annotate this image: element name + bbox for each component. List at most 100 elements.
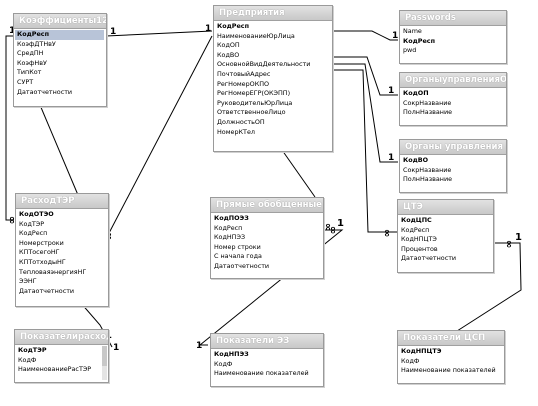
rel-line-koef-rashod [39,104,79,196]
table-title[interactable]: Показатели ЭЗ [211,334,323,349]
field[interactable]: КоэфНвУ [17,58,47,67]
table-title[interactable]: Показателирасход... [15,330,108,345]
field[interactable]: КодФ [401,356,420,365]
field-kodoteo[interactable]: КодОТЭО [19,210,54,218]
field[interactable]: КодОП [217,41,240,50]
field[interactable]: ТипКот [17,68,42,77]
field[interactable]: КодРесп [19,229,48,238]
field[interactable]: КПТосегоНГ [19,248,60,257]
field[interactable]: ПочтовыйАдрес [217,69,271,78]
field[interactable]: НаименованиеРасТЭР [18,365,92,374]
table-rashod-ter[interactable]: РасходТЭР КодОТЭО КодТЭР КодРесп Номерст… [15,193,109,307]
table-title[interactable]: Коэффициенты12тэк [14,14,106,29]
table-cte[interactable]: ЦТЭ КодЦПС КодРесп КодНПЦТЭ Процентов Да… [397,199,494,273]
table-pokazateli-rashod[interactable]: Показателирасход... КодТЭР КодФ Наименов… [14,329,109,383]
field[interactable]: Наименование показателей [401,366,496,375]
rel-line-organop-pred [332,56,398,96]
field-kodvo[interactable]: КодВО [403,156,429,164]
table-pokazateli-csp[interactable]: Показатели ЦСП КодНПЦТЭ КодФ Наименовани… [397,330,505,384]
field[interactable]: НомерКТел [217,127,255,136]
table-title[interactable]: ЦТЭ [398,200,493,215]
rel-line-koef-pred [105,30,213,37]
field[interactable]: ПолнНазвание [403,175,453,184]
rel-line-cte-pred [332,69,398,233]
table-title[interactable]: Показатели ЦСП [398,331,504,346]
field[interactable]: ДолжностьОП [217,117,265,126]
field[interactable]: pwd [403,46,417,55]
field[interactable]: Наименование показателей [214,369,309,378]
scrollbar[interactable] [102,346,107,380]
field-kodter[interactable]: КодТЭР [18,346,47,354]
table-title[interactable]: ОрганыуправленияОП [400,73,506,88]
card-one-pryamye-right: 1 [337,218,344,229]
card-one-pokrash: 1 [113,343,119,353]
field[interactable]: СокрНазвание [403,98,452,107]
table-passwords[interactable]: Passwords Name КодРесп pwd [399,10,507,64]
field[interactable]: Датаотчетности [401,254,457,263]
field[interactable]: СокрНазвание [403,165,452,174]
card-one-organvo: 1 [388,153,394,163]
field[interactable]: РегНомерЕГР(ОКЭПП) [217,89,291,98]
field-kodresp[interactable]: КодРесп [15,30,104,40]
field[interactable]: Номерстроки [19,238,64,247]
field[interactable]: КодФ [214,359,233,368]
field[interactable]: КодВО [217,50,240,59]
field-kodpoez[interactable]: КодПОЭЗ [214,214,249,222]
field[interactable]: КодНПЭЗ [214,233,246,242]
card-one-koef-pred: 1 [110,27,116,37]
field[interactable]: КодРесп [401,225,430,234]
field[interactable]: ТепловаяэнергияНГ [19,267,87,276]
field[interactable]: С начала года [214,252,262,261]
rel-line-rashod-pred [107,35,213,236]
scrollbar-thumb[interactable] [102,346,107,367]
field[interactable]: Датаотчетности [17,87,73,96]
field-kodnpez[interactable]: КодНПЭЗ [214,350,249,358]
table-title[interactable]: Органы управления ВО [400,140,506,155]
card-one-pred-left: 1 [205,24,211,34]
field[interactable]: ОтветственноеЛицо [217,108,286,117]
field[interactable]: НаименованиеЮрЛица [217,31,295,40]
card-one-pokez: 1 [196,341,202,351]
field[interactable]: КодРесп [214,223,243,232]
table-organy-vo[interactable]: Органы управления ВО КодВО СокрНазвание … [399,139,507,193]
table-pokazateli-ez[interactable]: Показатели ЭЗ КодНПЭЗ КодФ Наименование … [210,333,324,387]
field[interactable]: КодТЭР [19,219,45,228]
table-pryamye-ez[interactable]: Прямые обобщенные ЭЗ КодПОЭЗ КодРесп Код… [210,197,324,279]
field-kodop[interactable]: КодОП [403,89,429,97]
field[interactable]: Name [403,27,422,35]
table-title[interactable]: РасходТЭР [16,194,108,209]
field[interactable]: Номер строки [214,242,261,251]
field[interactable]: РуководительЮрЛица [217,98,293,107]
card-many-passwords-pred: 1 [392,31,398,41]
rel-line-pred-pryamye [281,149,316,198]
field[interactable]: КоэфДТНвУ [17,39,56,48]
field[interactable]: ПолнНазвание [403,108,453,117]
table-title[interactable]: Предприятия [214,6,332,21]
field[interactable]: СУРТ [17,77,34,86]
field[interactable]: КПТотходыНГ [19,257,66,266]
rel-line-organvo-pred [332,63,398,163]
field-kodresp[interactable]: КодРесп [217,22,249,30]
table-predpriyatiya[interactable]: Предприятия КодРесп НаименованиеЮрЛица К… [213,5,333,152]
field[interactable]: КодФ [18,355,37,364]
field[interactable]: ОсновнойВидДеятельности [217,60,311,69]
field[interactable]: ЭЭНГ [19,277,37,286]
card-many-pryamye-b: ∞ [327,226,338,234]
field-kodcps[interactable]: КодЦПС [401,216,432,224]
field-kodresp[interactable]: КодРесп [403,36,435,45]
field[interactable]: СредПН [17,49,44,58]
card-one-organop: 1 [388,86,394,96]
card-one-cte-right: 1 [515,232,522,243]
field[interactable]: Датаотчетности [214,261,270,270]
field[interactable]: Датаотчетности [19,286,75,295]
table-koefficienty[interactable]: Коэффициенты12тэк КодРесп КоэфДТНвУ Сред… [13,13,107,107]
table-organy-op[interactable]: ОрганыуправленияОП КодОП СокрНазвание По… [399,72,507,126]
field-kodnpcte[interactable]: КодНПЦТЭ [401,347,442,355]
table-title[interactable]: Прямые обобщенные ЭЗ [211,198,323,213]
card-many-cte-left: ∞ [381,229,392,237]
field[interactable]: Процентов [401,244,438,253]
field[interactable]: КодНПЦТЭ [401,235,437,244]
field[interactable]: РегНомерОКПО [217,79,270,88]
table-title[interactable]: Passwords [400,11,506,26]
